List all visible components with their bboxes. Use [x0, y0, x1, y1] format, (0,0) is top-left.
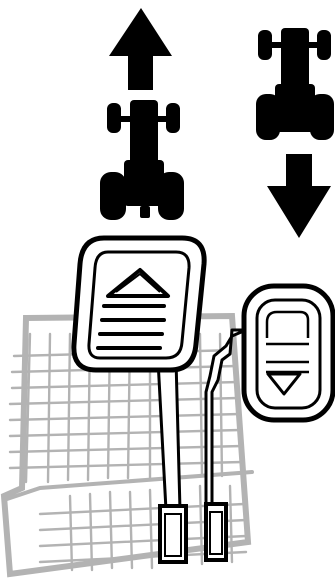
arrow-up-icon — [109, 8, 172, 90]
tractor-icon — [256, 28, 334, 140]
reverse-pedal-icon — [204, 283, 335, 562]
forward-pedal-icon — [71, 235, 207, 564]
arrow-down-icon — [267, 154, 331, 238]
tractor-icon — [100, 100, 184, 220]
